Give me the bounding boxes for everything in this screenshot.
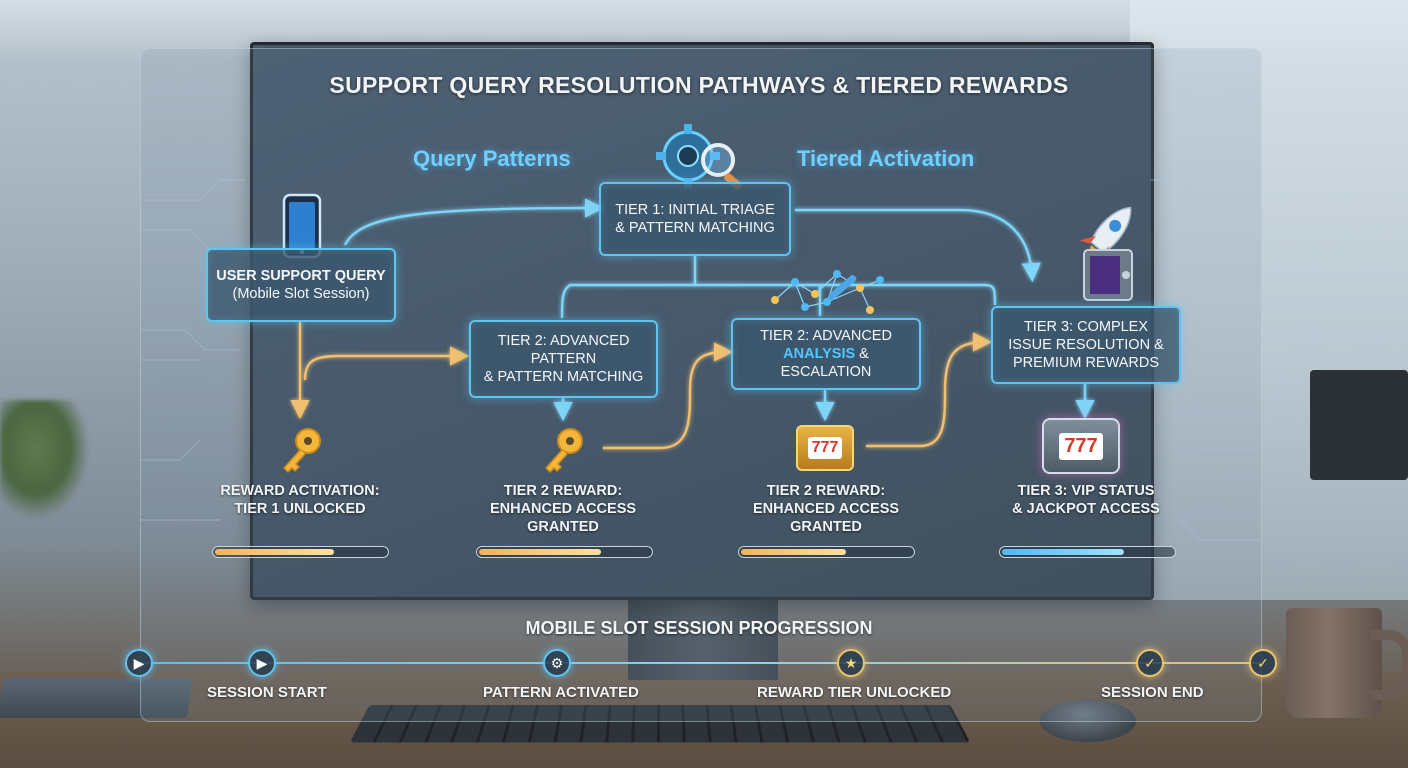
reward-caption-line: REWARD ACTIVATION: [200,482,400,500]
tier1-triage-node: TIER 1: INITIAL TRIAGE& PATTERN MATCHING [599,182,791,256]
tier2-analysis-node: TIER 2: ADVANCEDANALYSIS & ESCALATION [731,318,921,390]
trophy-icon: ★ [845,655,858,672]
progress-bar-tier3 [999,546,1176,558]
reward-caption-line: GRANTED [463,518,663,536]
reward-caption-line: ENHANCED ACCESS [726,500,926,518]
gear-icon: ⚙ [551,655,564,672]
timeline-marker[interactable]: ▶ [248,649,276,677]
user-support-query-node: USER SUPPORT QUERY(Mobile Slot Session) [206,248,396,322]
mug-handle [1370,630,1408,700]
check-icon: ✓ [1257,655,1269,672]
rocket-vault-icon [1040,192,1150,307]
play-icon: ▶ [134,655,145,672]
timeline-label-reward-tier-unlocked: REWARD TIER UNLOCKED [757,684,951,701]
key-icon [540,425,588,475]
progress-fill [215,549,334,555]
reward-caption-line: & JACKPOT ACCESS [986,500,1186,518]
progress-bar-tier1 [212,546,389,558]
progress-bar-tier2-a [476,546,653,558]
timeline-marker[interactable]: ✓ [1249,649,1277,677]
timeline-title: MOBILE SLOT SESSION PROGRESSION [250,618,1148,639]
progress-bar-tier2-b [738,546,915,558]
progress-fill [479,549,601,555]
reward-caption-tier2-b: TIER 2 REWARD: ENHANCED ACCESS GRANTED [726,482,926,536]
network-wrench-icon [765,262,895,320]
timeline-label-pattern-activated: PATTERN ACTIVATED [483,684,639,701]
slot-machine-symbol: 777 [808,437,843,459]
reward-caption-line: ENHANCED ACCESS [463,500,663,518]
reward-caption-line: GRANTED [726,518,926,536]
timeline-track [140,662,1262,664]
analysis-highlight: ANALYSIS [783,346,855,362]
reward-caption-line: TIER 1 UNLOCKED [200,500,400,518]
timeline-label-session-end: SESSION END [1101,684,1204,701]
background-plant [0,400,90,520]
timeline-marker[interactable]: ✓ [1136,649,1164,677]
reward-caption-line: TIER 2 REWARD: [463,482,663,500]
play-icon: ▶ [257,655,268,672]
reward-caption-tier1: REWARD ACTIVATION: TIER 1 UNLOCKED [200,482,400,518]
tier2-pattern-node: TIER 2: ADVANCEDPATTERN& PATTERN MATCHIN… [469,320,658,398]
reward-caption-tier3: TIER 3: VIP STATUS & JACKPOT ACCESS [986,482,1186,518]
timeline-marker[interactable]: ★ [837,649,865,677]
vip-slot-symbol: 777 [1059,433,1102,460]
reward-caption-line: TIER 2 REWARD: [726,482,926,500]
coffee-mug [1286,608,1382,718]
query-patterns-label: Query Patterns [413,146,571,172]
check-icon: ✓ [1144,655,1156,672]
progress-fill [741,549,846,555]
reward-caption-tier2-a: TIER 2 REWARD: ENHANCED ACCESS GRANTED [463,482,663,536]
slot-machine-icon: 777 [796,425,854,471]
timeline-label-session-start: SESSION START [207,684,327,701]
key-icon [278,425,326,475]
page-title: SUPPORT QUERY RESOLUTION PATHWAYS & TIER… [250,72,1148,99]
tiered-activation-label: Tiered Activation [797,146,974,172]
background-monitor [1310,370,1408,480]
timeline-marker[interactable]: ▶ [125,649,153,677]
tier3-complex-node: TIER 3: COMPLEXISSUE RESOLUTION &PREMIUM… [991,306,1181,384]
vip-slot-machine-icon: 777 [1042,418,1120,474]
progress-fill [1002,549,1124,555]
reward-caption-line: TIER 3: VIP STATUS [986,482,1186,500]
timeline-marker[interactable]: ⚙ [543,649,571,677]
